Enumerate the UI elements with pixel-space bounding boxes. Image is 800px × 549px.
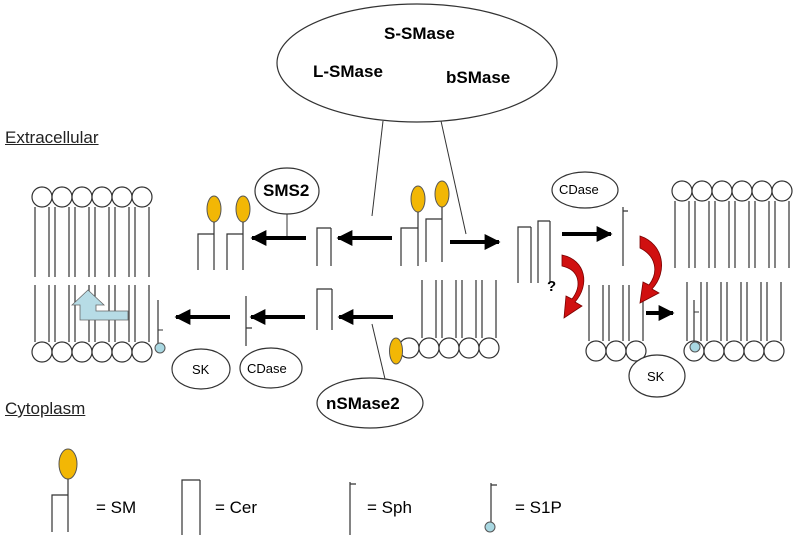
extracellular-label: Extracellular [5, 128, 99, 147]
unknown-transport-mark: ? [547, 278, 557, 295]
ceramide-molecule [537, 220, 551, 283]
s-smase-label: S-SMase [384, 24, 455, 43]
l-smase-label: L-SMase [313, 62, 383, 81]
secreted-smase-oval [276, 3, 558, 123]
legend-sph-label: = Sph [367, 498, 412, 517]
cdase-oval-lower [239, 347, 303, 389]
pathway-arrows [174, 226, 675, 325]
bsmase-label: bSMase [446, 68, 511, 87]
cdase-oval-upper [551, 171, 619, 209]
legend-s1p-label: = S1P [515, 498, 562, 517]
sm-headgroup [389, 337, 403, 365]
sphingosine-molecule [245, 296, 252, 346]
left-bilayer [31, 186, 153, 363]
center-bilayer [398, 280, 500, 359]
legend-cer-label: = Cer [215, 498, 258, 517]
sk-right-label: SK [647, 369, 665, 384]
ceramide-molecule [517, 226, 532, 283]
nsmase2-oval [316, 377, 424, 429]
sk-left-label: SK [192, 362, 210, 377]
legend-sm-label: = SM [96, 498, 137, 517]
sm-molecules-center [400, 180, 450, 266]
legend-glyphs [51, 448, 497, 535]
sk-oval-right [628, 354, 686, 398]
sk-oval-left [171, 348, 231, 390]
sphingosine-molecule [622, 207, 628, 266]
s1p-phosphate [689, 341, 701, 353]
s1p-phosphate [154, 342, 166, 354]
connector-line [440, 120, 467, 235]
nsmase2-label: nSMase2 [326, 394, 400, 413]
red-flip-arrow-left [561, 254, 585, 319]
flip-arrow [70, 289, 129, 321]
connector-line [371, 120, 384, 217]
ceramide-molecule [316, 288, 333, 330]
cdase-lower-label: CDase [247, 361, 287, 376]
sms2-label: SMS2 [263, 181, 310, 200]
cytoplasm-label: Cytoplasm [5, 399, 86, 418]
ceramide-molecule [316, 227, 332, 266]
nsmase2-connector [371, 323, 386, 380]
red-flip-arrow-right [639, 235, 662, 304]
sm-molecules-pair [197, 195, 251, 270]
cdase-upper-label: CDase [559, 182, 599, 197]
right-bilayer [585, 180, 793, 362]
